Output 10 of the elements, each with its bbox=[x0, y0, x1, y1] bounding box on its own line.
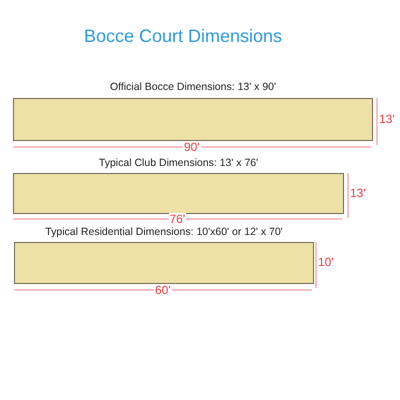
dimension-label: 13' bbox=[349, 186, 367, 200]
court-heading: Typical Club Dimensions: 13' x 76' bbox=[98, 157, 258, 169]
dimension-label: 90' bbox=[183, 141, 201, 154]
dimension-label: 76' bbox=[168, 213, 186, 226]
dimension-label: 13' bbox=[378, 112, 396, 126]
dimension-label: 60' bbox=[154, 284, 172, 297]
court-heading: Typical Residential Dimensions: 10'x60' or 12' x 70' bbox=[45, 226, 283, 238]
dimension-label: 10' bbox=[317, 256, 335, 269]
diagram-title: Bocce Court Dimensions bbox=[82, 26, 284, 47]
court-heading: Official Bocce Dimensions: 13' x 90' bbox=[110, 81, 276, 93]
